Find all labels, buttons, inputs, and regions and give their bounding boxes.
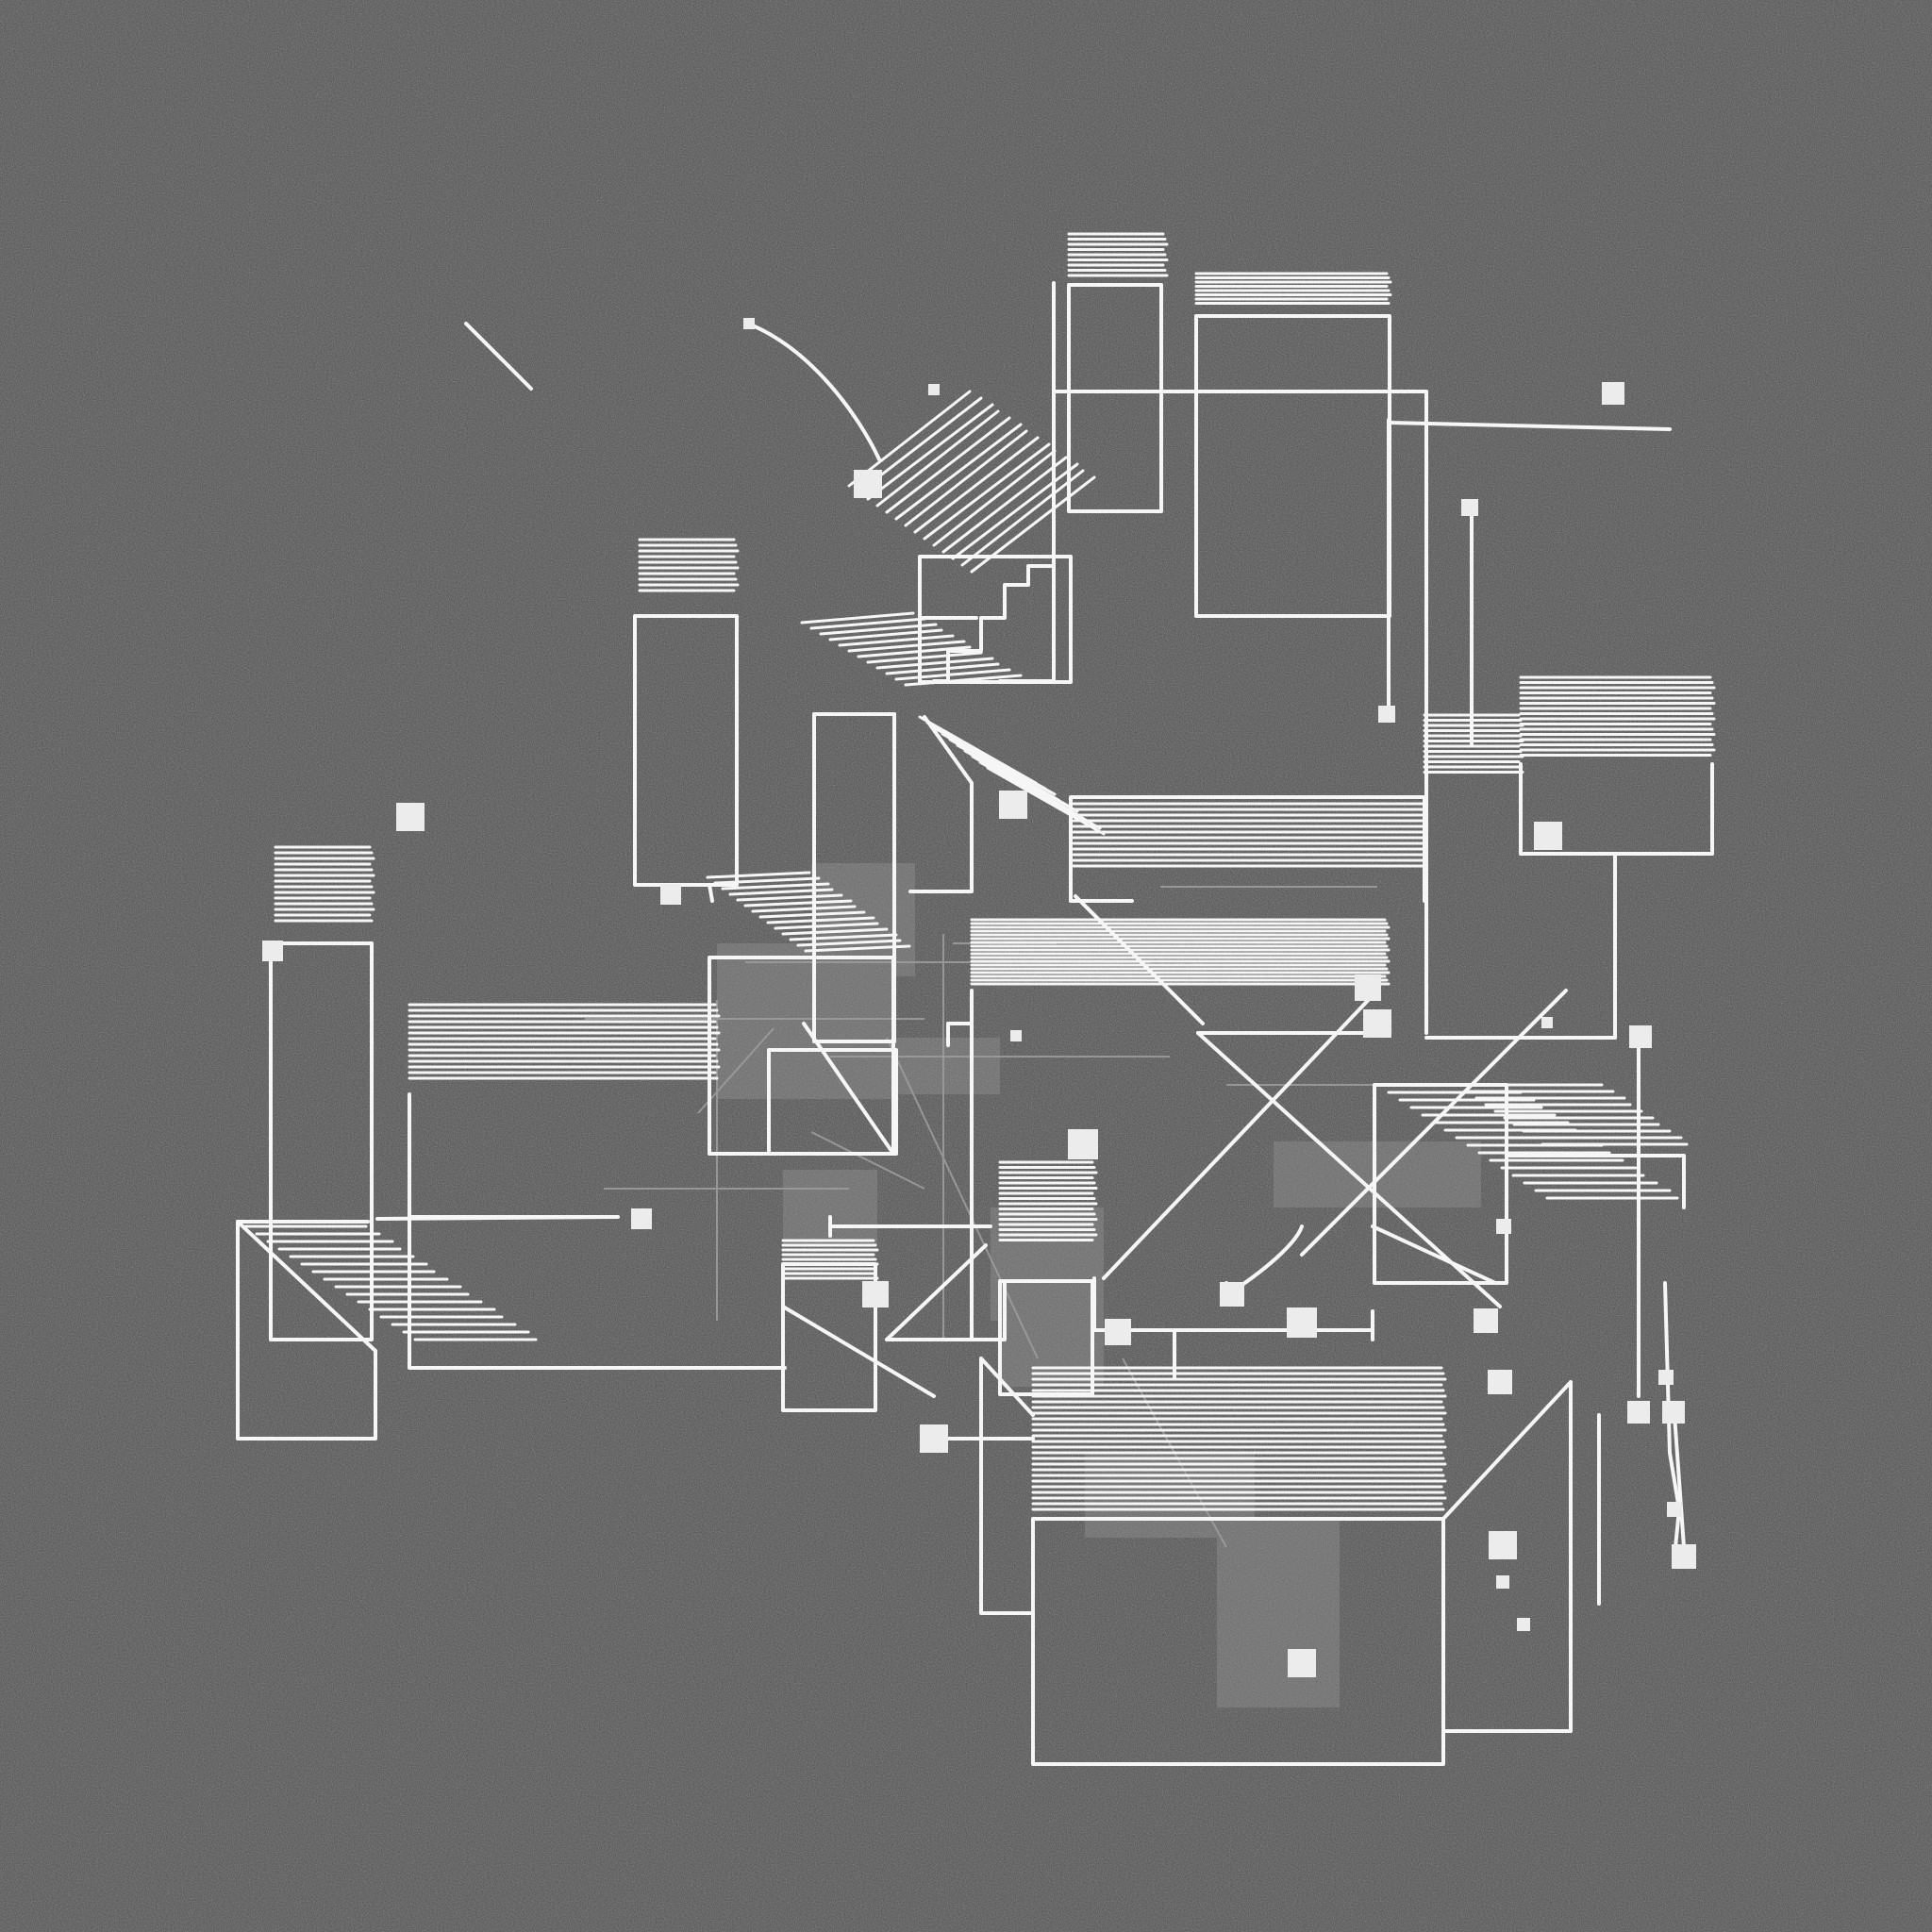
square-node	[999, 791, 1027, 819]
square-node	[631, 1208, 652, 1229]
hatch-line	[951, 462, 1079, 560]
square-node	[1010, 1030, 1022, 1041]
grey-patch	[1217, 1519, 1340, 1707]
square-node	[1363, 1009, 1391, 1038]
square-nodes	[262, 318, 1696, 1677]
square-node	[1288, 1649, 1316, 1677]
square-node	[396, 803, 425, 831]
square-node	[1541, 1017, 1553, 1028]
hatch-line	[933, 726, 1057, 796]
square-node	[1517, 1618, 1530, 1631]
hatch-line	[751, 905, 857, 913]
square-node	[1378, 706, 1395, 723]
grey-patch	[717, 943, 896, 1099]
hatch-line	[978, 760, 1102, 830]
square-node	[1627, 1401, 1650, 1424]
square-node	[1068, 1129, 1098, 1159]
hatch-line	[857, 645, 972, 658]
square-node	[1658, 1370, 1674, 1385]
square-node	[1602, 382, 1624, 405]
hatch-line	[960, 469, 1085, 567]
hatch-line	[847, 640, 966, 653]
square-node	[262, 941, 283, 961]
square-node	[1461, 499, 1478, 516]
hatch-line	[838, 634, 955, 647]
square-node	[920, 1424, 948, 1453]
hatch-line	[706, 871, 811, 879]
hatch-line	[941, 456, 1068, 554]
grey-patch	[811, 1038, 1000, 1094]
grey-patch	[1000, 1321, 1104, 1387]
square-node	[1488, 1370, 1512, 1394]
square-node	[1662, 1401, 1685, 1424]
hatch-line	[913, 436, 1040, 534]
grey-patch	[991, 1208, 1104, 1321]
square-node	[660, 884, 681, 905]
hatch-line	[809, 617, 926, 630]
square-node	[862, 1281, 889, 1307]
square-node	[1474, 1308, 1498, 1333]
square-node	[1287, 1307, 1317, 1338]
hatch-line	[743, 899, 853, 908]
square-node	[1496, 1575, 1509, 1589]
hatch-line	[800, 611, 915, 625]
square-node	[1672, 1544, 1696, 1569]
square-node	[1355, 974, 1381, 1001]
square-node	[928, 384, 940, 395]
hatch-line	[986, 766, 1106, 836]
hatch-line	[904, 429, 1028, 527]
hatch-line	[875, 409, 1000, 508]
hatch-line	[885, 416, 1011, 514]
main-line-work	[236, 281, 1714, 1766]
square-node	[1489, 1531, 1517, 1559]
hatch-line	[885, 662, 1000, 675]
square-node	[1534, 822, 1562, 850]
hatch-line	[956, 743, 1079, 813]
square-node	[1496, 1219, 1511, 1234]
hatch-line	[781, 927, 889, 936]
hatch-line	[736, 893, 843, 902]
grey-patch	[1085, 1453, 1255, 1538]
hatch-line	[894, 668, 1011, 681]
square-node	[1220, 1282, 1244, 1307]
hatch-line	[789, 933, 898, 941]
grey-hatched-patches	[717, 863, 1481, 1707]
hatch-line	[875, 657, 994, 670]
hatch-line	[766, 916, 875, 924]
hatch-line	[804, 944, 911, 953]
hatch-line	[721, 882, 830, 891]
hatch-line	[932, 449, 1057, 547]
hatch-line	[828, 628, 943, 641]
hatch-line	[866, 403, 994, 501]
hatch-line	[774, 922, 879, 930]
square-node	[743, 318, 755, 329]
square-node	[1667, 1502, 1682, 1517]
hatch-line	[894, 423, 1023, 521]
hatch-line	[713, 876, 821, 885]
square-node	[1629, 1025, 1652, 1048]
square-node	[1105, 1319, 1131, 1345]
hatch-line	[819, 623, 938, 636]
square-node	[854, 470, 882, 498]
hatch-line	[866, 651, 983, 664]
hatch-line	[923, 442, 1051, 541]
